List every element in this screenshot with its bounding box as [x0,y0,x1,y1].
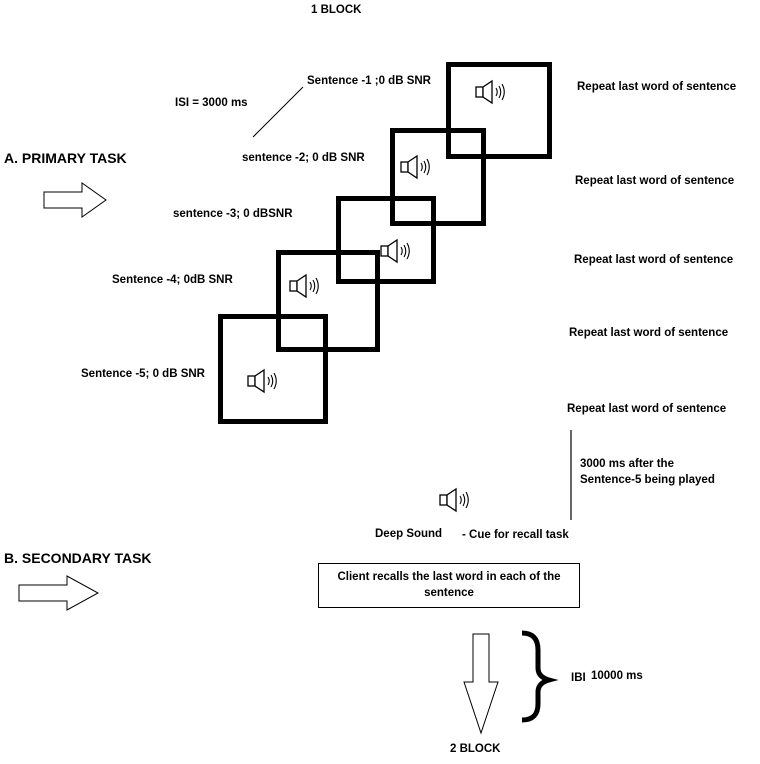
response-label-5: Repeat last word of sentence [567,403,727,415]
next-block-label: 2 BLOCK [450,743,501,755]
secondary-task-heading: B. SECONDARY TASK [4,550,152,566]
right-arrow-icon [18,575,100,611]
isi-label: ISI = 3000 ms [175,97,248,109]
speaker-icon [439,488,469,512]
right-arrow-icon [43,182,107,218]
sentence-frame-1 [446,62,552,159]
sentence-label-4: Sentence -4; 0dB SNR [112,274,233,286]
sentence-label-5: Sentence -5; 0 dB SNR [81,368,205,380]
deep-sound-label: Deep Sound [375,528,443,540]
primary-task-heading: A. PRIMARY TASK [4,150,127,166]
ibi-value: 10000 ms [591,670,643,682]
speaker-icon [475,80,505,104]
sentence-label-2: sentence -2; 0 dB SNR [242,152,365,164]
response-label-1: Repeat last word of sentence [577,81,737,93]
block-title: 1 BLOCK [311,4,362,16]
speaker-icon [400,155,430,179]
recall-box: Client recalls the last word in each of … [318,563,580,608]
isi-connector-line [252,86,304,138]
sentence-frame-5 [218,314,328,424]
sentence-frame-3 [336,196,436,284]
response-label-4: Repeat last word of sentence [569,327,729,339]
speaker-icon [380,239,410,263]
sentence-frame-4 [276,250,380,352]
ibi-label: IBI [571,672,586,684]
response-label-2: Repeat last word of sentence [575,175,735,187]
curly-brace-icon [521,630,559,723]
speaker-icon [289,274,319,298]
delay-note-line-2: Sentence-5 being played [580,474,715,486]
cue-label: - Cue for recall task [462,529,569,541]
response-label-3: Repeat last word of sentence [574,254,734,266]
down-arrow-icon [463,633,499,735]
recall-text: Client recalls the last word in each of … [337,571,561,599]
delay-note-line-1: 3000 ms after the [580,458,674,470]
sentence-label-3: sentence -3; 0 dBSNR [173,208,293,220]
speaker-icon [247,369,277,393]
sentence-frame-2 [390,128,486,226]
sentence-label-1: Sentence -1 ;0 dB SNR [307,75,431,87]
